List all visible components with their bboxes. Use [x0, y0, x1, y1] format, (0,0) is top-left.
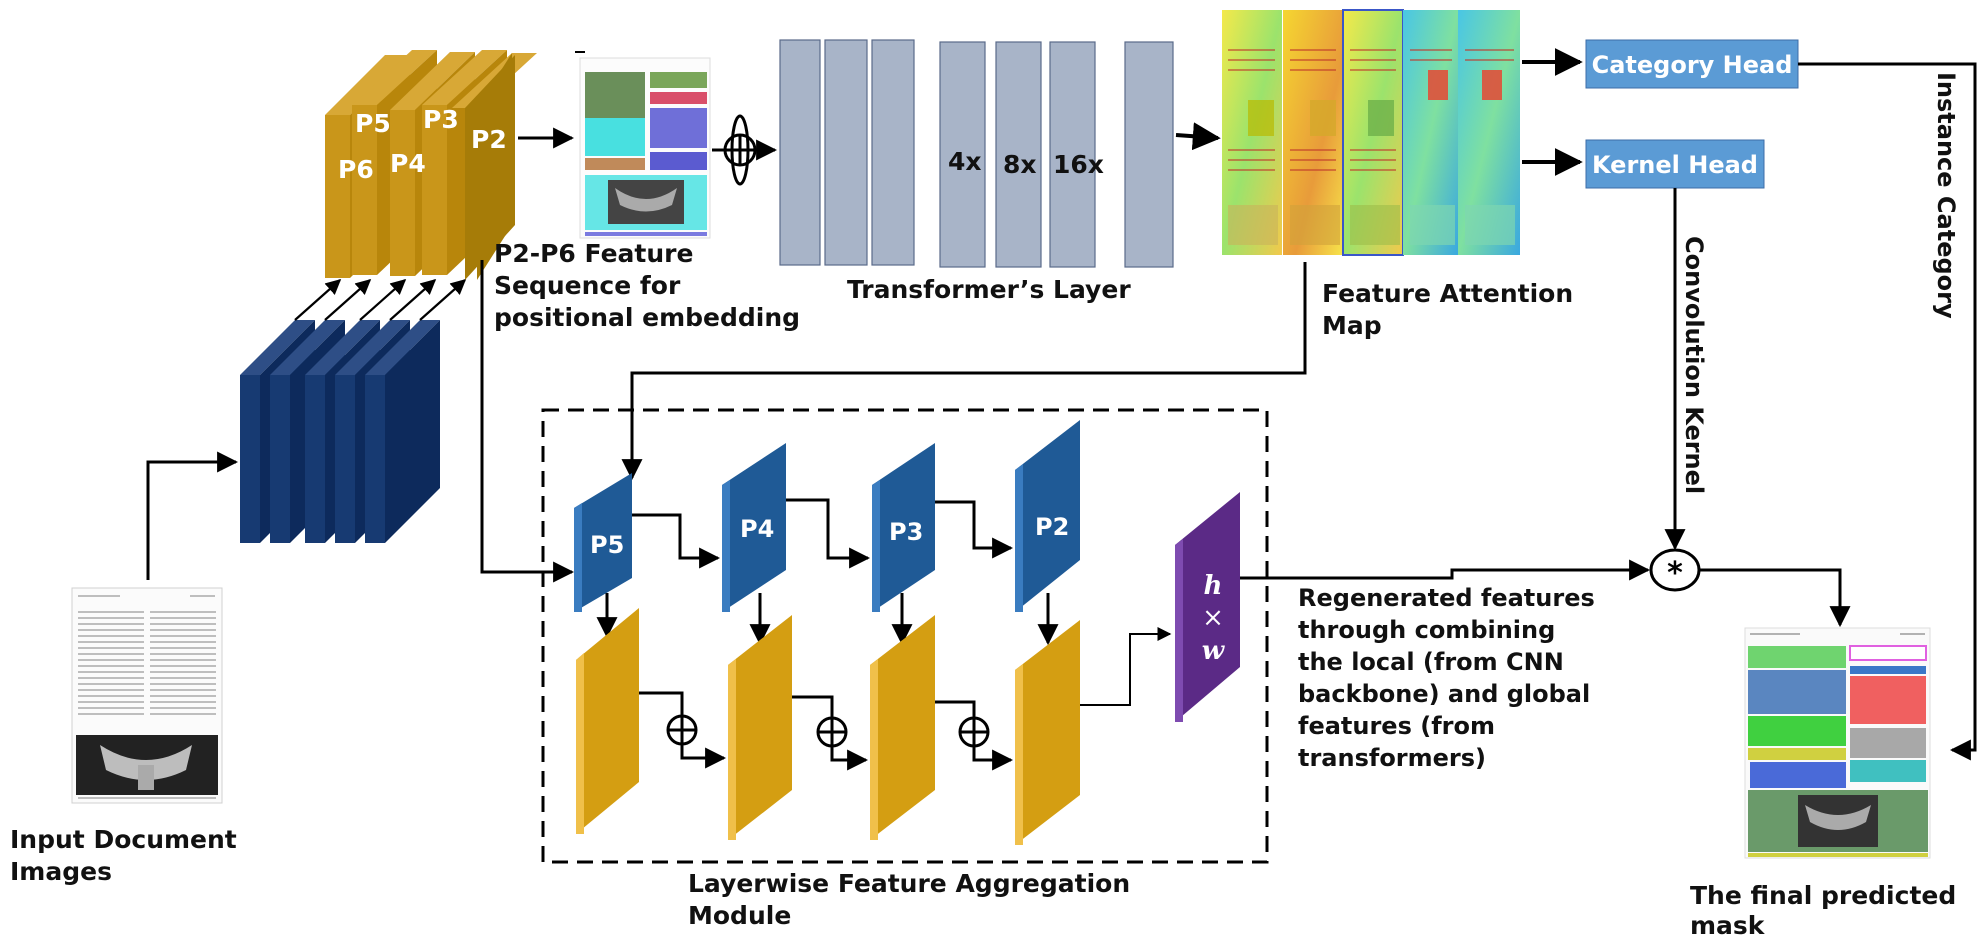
convolution-kernel-label: Convolution Kernel — [1680, 236, 1708, 494]
lfam-gold-1 — [576, 608, 639, 834]
pyramid-label-p2: P2 — [471, 125, 507, 154]
feature-pyramid: P6 P5 P4 P3 P2 — [325, 50, 537, 280]
feature-attention-map — [1222, 9, 1520, 256]
lfam-dashed-box — [541, 408, 1269, 864]
arrow-instance-category — [1798, 62, 1977, 761]
pyramid-label-p3: P3 — [423, 105, 459, 134]
category-head-label: Category Head — [1592, 51, 1793, 79]
regenerated-features-label: Regenerated features through combining t… — [1298, 584, 1603, 772]
input-images-label: Input Document Images — [10, 825, 245, 886]
backbone-to-pyramid-arrows — [294, 278, 467, 321]
hw-block: h × w — [1175, 492, 1240, 722]
arrow-attention-to-lfam — [621, 262, 1307, 481]
arrow-transformer-to-attention — [1175, 122, 1221, 151]
lfam-blue-p4 — [722, 443, 786, 612]
cnn-backbone — [240, 320, 440, 543]
transformer-scale-4x: 4x — [948, 147, 982, 176]
final-mask-thumbnail — [1744, 627, 1931, 859]
arrow-gold-to-hw — [1080, 627, 1172, 706]
p2p6-sequence-label: P2-P6 Feature Sequence for positional em… — [494, 239, 800, 332]
arrow-hw-to-conv — [1240, 559, 1651, 581]
lfam-blue-p5 — [574, 473, 632, 612]
transformer-scale-8x: 8x — [1003, 150, 1037, 179]
lfam-blue-p3 — [872, 443, 935, 612]
lfam-label-p2: P2 — [1035, 513, 1069, 541]
category-head: Category Head — [1585, 39, 1799, 89]
lfam-blue-p2 — [1015, 420, 1080, 612]
lfam-label: Layerwise Feature Aggregation Module — [688, 869, 1139, 930]
lfam-label-p4: P4 — [740, 515, 774, 543]
arrow-input-to-backbone — [146, 451, 239, 580]
pyramid-label-p5: P5 — [355, 109, 391, 138]
instance-category-label: Instance Category — [1932, 72, 1960, 319]
lfam-gold-4 — [1015, 620, 1080, 845]
convolution-symbol: * — [1667, 556, 1683, 591]
lfam-gold-2 — [728, 615, 792, 840]
transformer-layers — [779, 39, 1174, 268]
final-mask-label: The final predicted mask — [1690, 881, 1965, 940]
kernel-head: Kernel Head — [1585, 139, 1765, 189]
hw-h: h — [1204, 571, 1223, 601]
lfam-plus-symbols — [666, 714, 990, 748]
hw-w: w — [1202, 636, 1226, 666]
pyramid-label-p6: P6 — [338, 155, 374, 184]
positional-embedding-symbol — [712, 114, 778, 186]
pyramid-label-p4: P4 — [390, 149, 426, 178]
transformer-scale-16x: 16x — [1053, 150, 1104, 179]
convolution-operator: * — [1649, 548, 1701, 592]
hw-times: × — [1202, 603, 1224, 633]
feature-sequence-page — [575, 51, 711, 239]
feature-attention-label: Feature Attention Map — [1322, 279, 1582, 340]
lfam-gold-3 — [870, 615, 935, 840]
lfam-down-arrows — [596, 593, 1059, 646]
lfam-blue-connectors — [632, 498, 1014, 569]
lfam-label-p3: P3 — [889, 518, 923, 546]
transformer-layer-label: Transformer’s Layer — [847, 275, 1131, 304]
arrow-conv-to-mask — [1699, 568, 1851, 628]
kernel-head-label: Kernel Head — [1592, 151, 1758, 179]
lfam-label-p5: P5 — [590, 531, 624, 559]
input-document-thumbnail — [71, 587, 223, 804]
